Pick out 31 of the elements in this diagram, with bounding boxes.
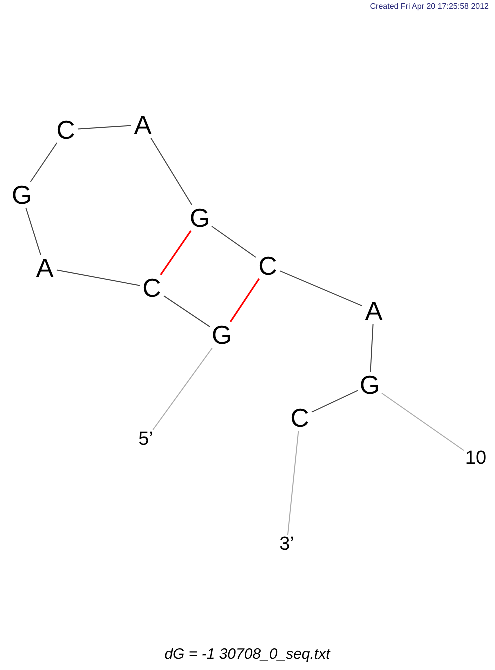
nucleotide-letter: C — [288, 405, 312, 431]
creation-date-text: Created Fri Apr 20 17:25:58 2012 — [370, 2, 489, 12]
caption: dG = -1 30708_0_seq.txt — [164, 646, 332, 664]
leader-line — [288, 430, 300, 536]
nucleotide-letter: C — [140, 275, 164, 301]
nucleotide-letter: A — [362, 298, 386, 324]
nucleotide-letter: C — [54, 117, 78, 143]
leader-line — [382, 392, 464, 452]
backbone-line — [30, 142, 58, 182]
nucleotide-letter: G — [188, 205, 212, 231]
base-pair-line — [230, 278, 260, 322]
backbone-line — [150, 138, 192, 206]
backbone-line — [164, 296, 210, 328]
nucleotide-letter: C — [256, 253, 280, 279]
backbone-line — [212, 226, 256, 258]
nucleotide-letter: A — [131, 112, 155, 138]
position-number: 10 — [464, 449, 488, 469]
backbone-line — [56, 270, 140, 286]
leader-line — [152, 348, 214, 430]
backbone-line — [78, 125, 132, 130]
backbone-line — [280, 270, 362, 306]
nucleotide-letter: G — [210, 322, 234, 348]
nucleotide-letter: A — [33, 255, 57, 281]
strand-end-label: 5’ — [136, 430, 156, 450]
backbone-line — [312, 390, 358, 413]
strand-end-label: 3’ — [277, 535, 297, 555]
backbone-line — [26, 208, 42, 256]
backbone-line — [370, 324, 374, 372]
nucleotide-letter: G — [10, 182, 34, 208]
base-pair-line — [160, 230, 192, 276]
nucleotide-letter: G — [358, 372, 382, 398]
